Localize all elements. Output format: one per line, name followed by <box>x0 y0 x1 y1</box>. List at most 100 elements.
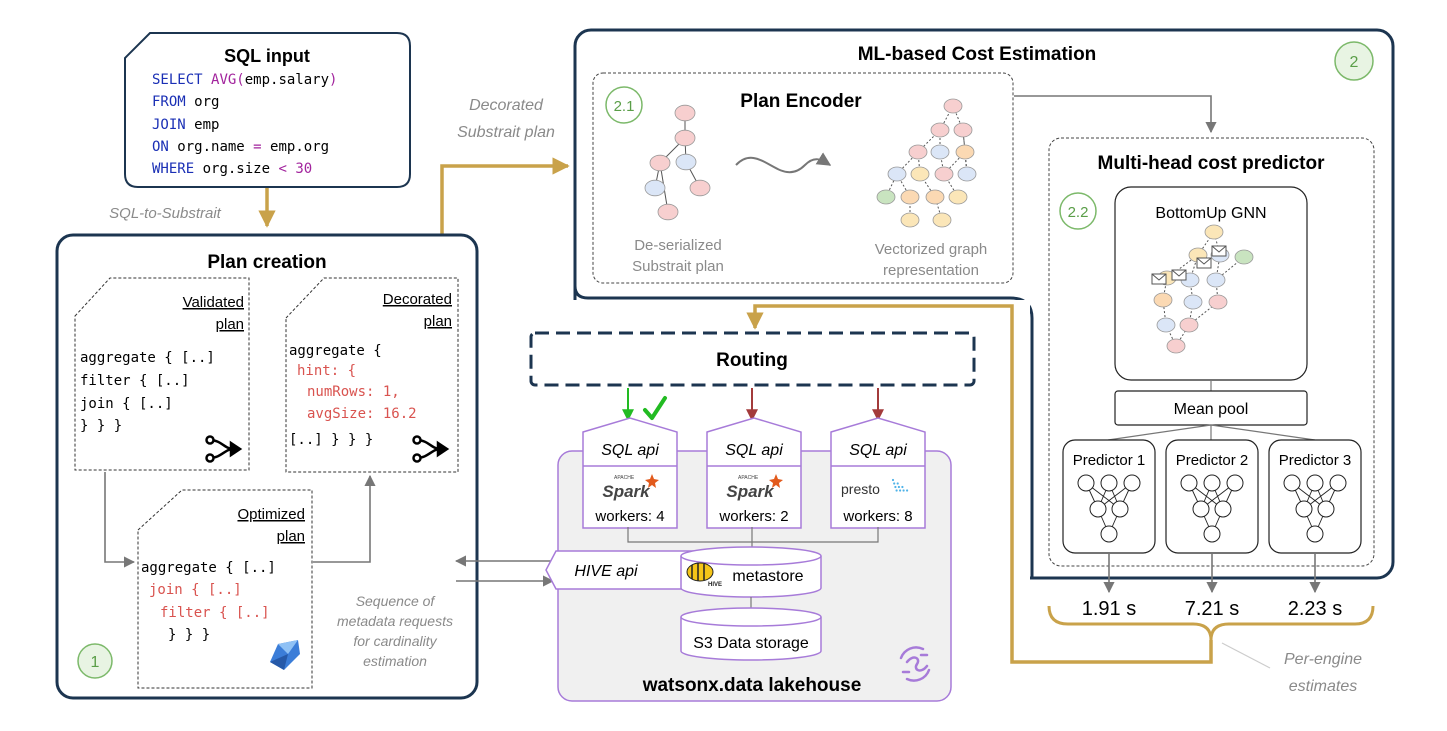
plan-creation-box: Plan creation Validated plan aggregate {… <box>55 233 479 700</box>
neuron-node <box>1192 500 1210 518</box>
graph-node <box>887 166 907 182</box>
optimized-line-3: filter { [..] <box>160 605 270 621</box>
graph-node <box>1153 292 1173 308</box>
encoding-arrow <box>735 152 832 174</box>
optimized-plan-card <box>137 489 313 689</box>
decorated-plan-label-1: Decorated <box>469 97 544 114</box>
optimizer-crystal-icon <box>270 640 300 670</box>
presto-logo: presto <box>841 481 880 497</box>
s3-storage-cylinder <box>680 607 822 661</box>
graph-node <box>644 179 666 197</box>
predictor-head-3: Predictor 3 <box>1268 439 1362 554</box>
sql-line-4: ON org.name = emp.org <box>152 139 329 155</box>
validated-plan-card <box>74 277 250 471</box>
sql-to-substrait-label: SQL-to-Substrait <box>109 205 222 222</box>
presto-dot-icon <box>893 482 896 485</box>
engine-workers: workers: 8 <box>842 508 912 525</box>
mean-pool-label: Mean pool <box>1174 401 1249 418</box>
predictor-head-1: Predictor 1 <box>1062 439 1156 554</box>
spark-star-icon <box>769 474 783 488</box>
decorated-line-1: aggregate { <box>289 343 382 359</box>
validated-line-2: filter { [..] <box>80 373 190 389</box>
hive-bee-icon: HIVE <box>686 562 722 588</box>
graph-node <box>657 203 679 221</box>
graph-node <box>675 153 697 171</box>
message-envelope-icon <box>1211 245 1227 257</box>
step-2-badge-label: 2 <box>1350 54 1359 71</box>
sequence-label-3: for cardinality <box>353 633 437 649</box>
validated-line-1: aggregate { [..] <box>80 350 215 366</box>
spark-logo: Spark <box>726 482 775 501</box>
graph-node <box>900 189 920 205</box>
per-engine-label-1: Per-engine <box>1284 651 1362 668</box>
step-2-2-badge-label: 2.2 <box>1068 204 1089 221</box>
watsonx-logo-icon <box>899 646 931 682</box>
s3-storage-label: S3 Data storage <box>693 635 809 652</box>
sql-input-title: SQL input <box>224 46 310 66</box>
graph-node <box>957 166 977 182</box>
encoder-left-caption-2: Substrait plan <box>632 258 724 275</box>
neuron-node <box>1214 500 1232 518</box>
encoder-to-predictor-arrow <box>1014 95 1217 134</box>
neuron-node <box>1226 474 1244 492</box>
validated-to-optimized-arrow <box>104 472 136 568</box>
presto-dot-icon <box>891 478 895 482</box>
multihead-predictor-title: Multi-head cost predictor <box>1098 153 1326 174</box>
optimized-line-2: join { [..] <box>149 582 242 598</box>
neuron-node <box>1111 500 1129 518</box>
graph-node <box>1179 317 1199 333</box>
sql-line-5: WHERE org.size < 30 <box>152 161 312 177</box>
plan-encoder-title: Plan Encoder <box>740 91 862 112</box>
estimates-to-routing-arrow <box>746 304 1213 664</box>
selected-check-icon <box>643 396 667 420</box>
decorated-line-hint: hint: { <box>297 363 356 379</box>
step-2-badge <box>1334 41 1374 81</box>
graph-node <box>1156 317 1176 333</box>
neuron-node <box>1100 525 1118 543</box>
sequence-label-2: metadata requests <box>337 613 453 629</box>
decorated-line-end: [..] } } } <box>289 432 373 448</box>
graph-node <box>1166 338 1186 354</box>
graph-node <box>910 166 930 182</box>
optimized-line-1: aggregate { [..] <box>141 560 276 576</box>
decorated-line-avgsize: avgSize: 16.2 <box>307 406 417 422</box>
optimized-to-decorated-arrow <box>313 474 376 563</box>
neuron-node <box>1317 500 1335 518</box>
neuron-node <box>1100 474 1118 492</box>
graph-node <box>900 212 920 228</box>
graph-node <box>908 144 928 160</box>
graph-node <box>930 144 950 160</box>
spark-logo: Spark <box>602 482 651 501</box>
engine-workers: workers: 2 <box>718 508 788 525</box>
spark-logo-small: APACHE <box>614 475 635 481</box>
metastore-cylinder <box>680 546 822 598</box>
step-1-badge-label: 1 <box>91 654 100 671</box>
ml-title: ML-based Cost Estimation <box>858 44 1097 65</box>
deserialized-plan-graph <box>644 104 711 221</box>
presto-dot-icon <box>897 485 901 489</box>
neuron-node <box>1089 500 1107 518</box>
optimized-line-4: } } } <box>168 627 210 643</box>
sql-line-3: JOIN emp <box>152 117 219 133</box>
predictor-head-2: Predictor 2 <box>1165 439 1259 554</box>
neuron-node <box>1329 474 1347 492</box>
presto-dot-icon <box>896 482 899 485</box>
graph-node <box>948 189 968 205</box>
validated-line-3: join { [..] <box>80 396 173 412</box>
graph-node <box>649 154 671 172</box>
decorated-plan-arrow <box>440 157 570 236</box>
message-envelope-icon <box>1196 257 1212 269</box>
graph-node <box>955 144 975 160</box>
vectorized-graph <box>876 98 977 228</box>
graph-node <box>1206 272 1226 288</box>
graph-node <box>1234 249 1254 265</box>
neuron-node <box>1295 500 1313 518</box>
routing-title: Routing <box>716 350 788 371</box>
graph-node <box>925 189 945 205</box>
hive-logo-text: HIVE <box>708 582 722 588</box>
routing-box <box>529 331 976 387</box>
lakehouse-title: watsonx.data lakehouse <box>642 675 862 696</box>
decorated-plan-label-2: Substrait plan <box>457 124 555 141</box>
